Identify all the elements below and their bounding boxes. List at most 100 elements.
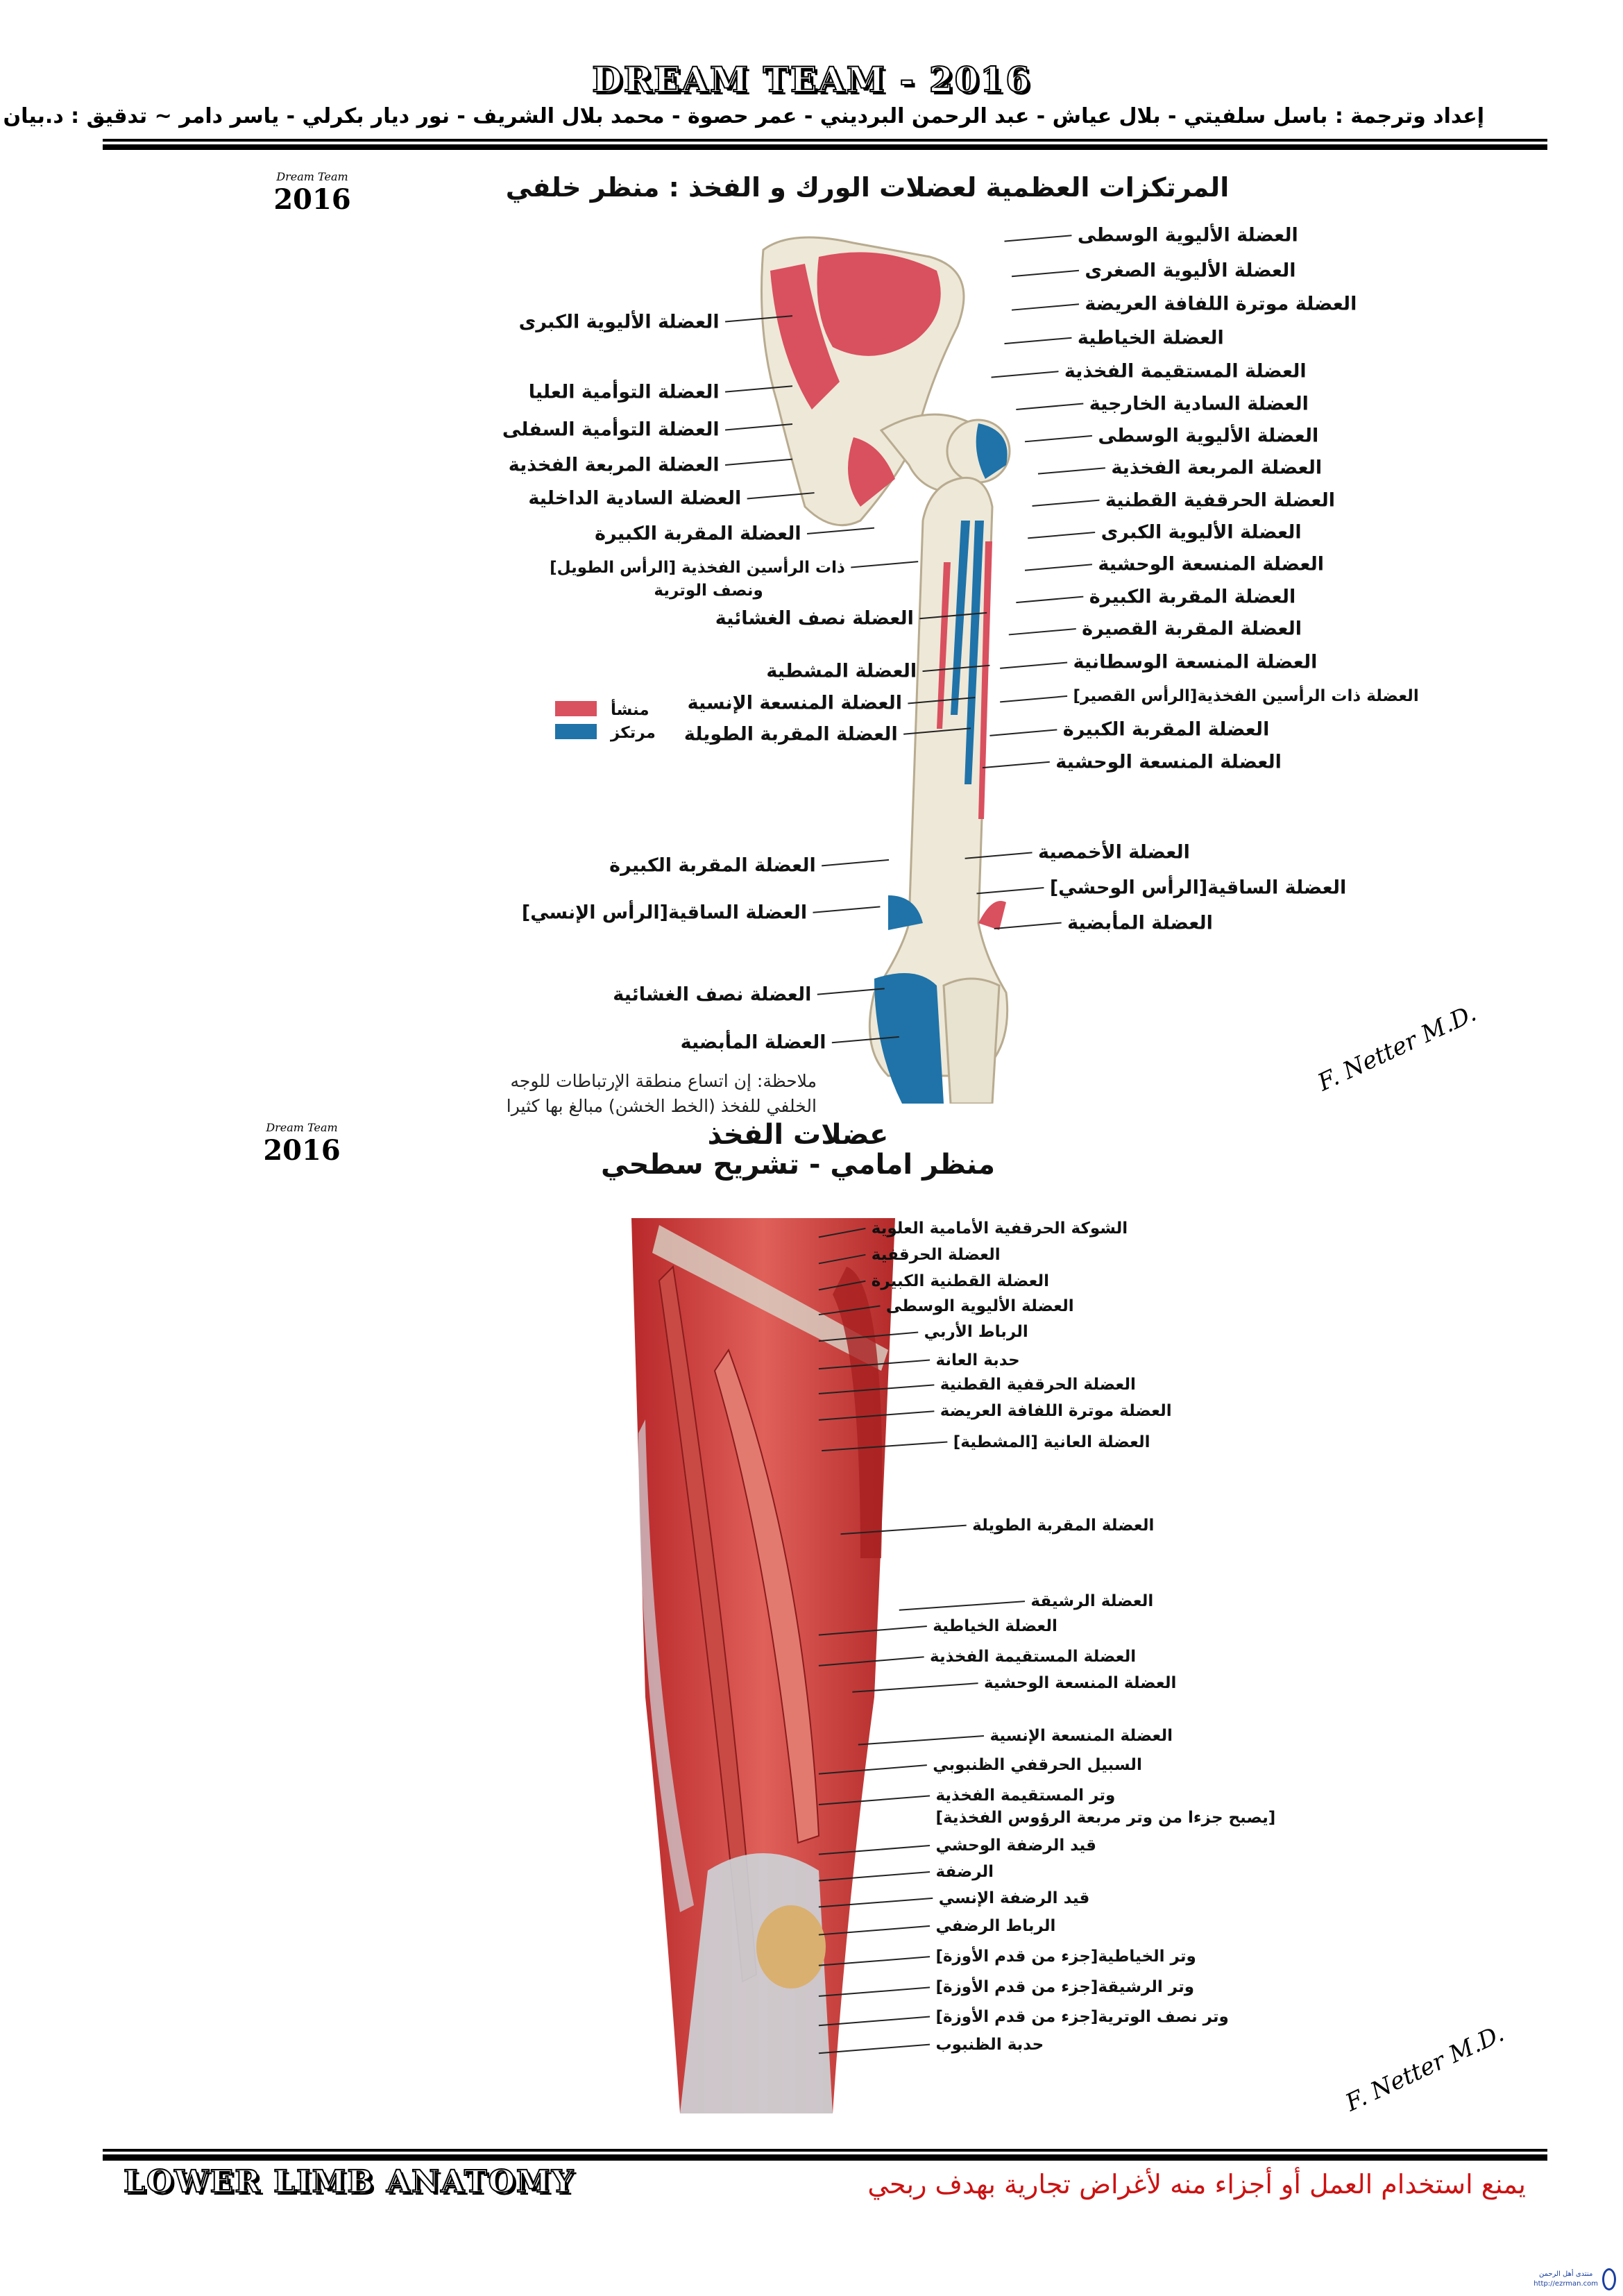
note: ملاحظة: إن اتساع منطقة الإرتباطات للوجه … [507, 1069, 817, 1119]
label-8: العضلة العانية [المشطية] [953, 1433, 1150, 1451]
label-left-10: العضلة المنسعة الإنسية [687, 692, 903, 714]
label-14: العضلة المنسعة الإنسية [989, 1727, 1173, 1745]
logo-year-left: 20 [273, 183, 312, 216]
leader-line [840, 1524, 967, 1535]
site-logo-icon [1602, 2268, 1616, 2290]
legend-insertion-label: مرتكز [611, 724, 656, 742]
label-right-5: العضلة السادية الخارجية [1089, 393, 1309, 415]
leader-line [818, 1956, 931, 1966]
leader-line [1037, 467, 1105, 475]
label-right-1: العضلة الأليوية الصغرى [1085, 260, 1296, 282]
leader-line [994, 922, 1062, 929]
leader-line [818, 1845, 931, 1855]
leader-line [1011, 303, 1080, 311]
label-left-14: العضلة نصف الغشائية [613, 984, 812, 1006]
leader-line [1000, 695, 1068, 703]
label-25: حدبة الظنبوب [935, 2035, 1044, 2054]
leader-line [818, 1359, 931, 1370]
dream-team-logo: Dream Team 2016 [271, 170, 354, 274]
label-left-7: ونصف الوترية [654, 582, 763, 600]
label-18: قيد الرضفة الوحشي [935, 1837, 1096, 1855]
logo-year-right: 16 [302, 1134, 341, 1167]
note-line-1: ملاحظة: إن اتساع منطقة الإرتباطات للوجه [510, 1071, 817, 1091]
legend-origin-label: منشأ [611, 701, 649, 719]
leader-line [903, 727, 971, 735]
leader-line [818, 1764, 927, 1775]
thigh-anterior-illustration [631, 1218, 895, 2113]
leader-line [818, 1331, 919, 1342]
label-1: العضلة الحرقفية [871, 1245, 1001, 1264]
leader-line [899, 1601, 1026, 1611]
label-left-13: العضلة الساقية[الرأس الإنسي] [521, 902, 808, 924]
leader-line [747, 492, 815, 500]
label-23: وتر الرشيقة[جزء من قدم الأوزة] [935, 1978, 1195, 1997]
site-url[interactable]: http://ezrman.com [1533, 2280, 1598, 2288]
copyright-notice: يمنع استخدام العمل أو أجزاء منه لأغراض ت… [867, 2169, 1526, 2200]
leader-line [831, 1036, 899, 1044]
label-right-16: العضلة المنسعة الوحشية [1055, 751, 1282, 773]
leader-line [858, 1735, 985, 1746]
label-right-17: العضلة الأخمصية [1037, 841, 1190, 863]
label-right-9: العضلة الأليوية الكبرى [1101, 521, 1302, 543]
header-rule [103, 139, 1547, 142]
leader-line [818, 2016, 931, 2027]
leader-line [818, 1925, 931, 1936]
label-left-12: العضلة المقربة الكبيرة [609, 854, 816, 877]
leader-line [818, 1897, 933, 1908]
logo-year-right: 16 [312, 183, 351, 216]
label-right-13: العضلة المنسعة الوسطانية [1073, 651, 1318, 673]
leader-line [965, 852, 1033, 859]
leader-line [989, 729, 1057, 736]
course-title: LOWER LIMB ANATOMY [123, 2163, 575, 2200]
leader-line [818, 1384, 935, 1394]
label-24: وتر نصف الوترية[جزء من قدم الأوزة] [935, 2007, 1229, 2026]
leader-line [822, 859, 890, 867]
leader-line [922, 664, 990, 673]
legend-origin-swatch [555, 701, 597, 716]
leader-line [724, 458, 793, 466]
label-right-8: العضلة الحرقفية القطنية [1105, 489, 1336, 512]
label-21: الرباط الرضفي [935, 1916, 1056, 1935]
label-5: حدبة العانة [935, 1351, 1020, 1369]
label-left-4: العضلة السادية الداخلية [528, 487, 742, 509]
leader-line [919, 611, 987, 620]
leader-line [982, 761, 1050, 769]
leader-line [991, 371, 1059, 378]
leader-line [806, 527, 875, 535]
label-22: وتر الخياطية[جزء من قدم الأوزة] [935, 1948, 1196, 1966]
label-left-3: العضلة المربعة الفخذية [508, 454, 720, 476]
leader-line [1004, 337, 1072, 345]
leader-line [851, 561, 919, 568]
leader-line [852, 1682, 978, 1693]
label-right-12: العضلة المقربة القصيرة [1082, 618, 1302, 640]
label-0: الشوكة الحرقفية الأمامية العلوية [871, 1219, 1128, 1238]
label-12: العضلة المستقيمة الفخذية [930, 1648, 1137, 1666]
leader-line [1032, 499, 1100, 507]
label-13: العضلة المنسعة الوحشية [984, 1674, 1177, 1693]
label-right-18: العضلة الساقية[الرأس الوحشي] [1049, 877, 1347, 899]
leader-line [1024, 564, 1093, 571]
label-right-19: العضلة المأبضية [1067, 912, 1213, 934]
logo-script: Dream Team [266, 1121, 338, 1134]
dream-team-logo-2: Dream Team 2016 [260, 1121, 343, 1225]
leader-line [724, 315, 793, 323]
site-badge: منتدى أهل الرحمن http://ezrman.com [1533, 2268, 1616, 2290]
leader-line [1008, 628, 1076, 636]
label-right-2: العضلة موترة اللفافة العريضة [1085, 293, 1357, 315]
label-19: الرضفة [935, 1862, 994, 1881]
label-right-11: العضلة المقربة الكبيرة [1089, 586, 1296, 608]
leader-line [908, 697, 976, 704]
leader-line [1011, 269, 1080, 278]
leader-line [724, 385, 793, 393]
leader-line [818, 1871, 931, 1882]
label-right-6: العضلة الأليوية الوسطى [1098, 425, 1319, 447]
label-11: العضلة الخياطية [933, 1617, 1057, 1635]
leader-line [817, 988, 885, 995]
leader-line [818, 1305, 881, 1316]
label-right-7: العضلة المربعة الفخذية [1111, 457, 1323, 479]
site-name: منتدى أهل الرحمن [1538, 2270, 1593, 2278]
label-6: العضلة الحرقفية القطنية [940, 1376, 1136, 1394]
footer-rule [103, 2149, 1547, 2152]
section2-title-line1: عضلات الفخذ [707, 1119, 889, 1151]
leader-line [818, 1253, 866, 1265]
